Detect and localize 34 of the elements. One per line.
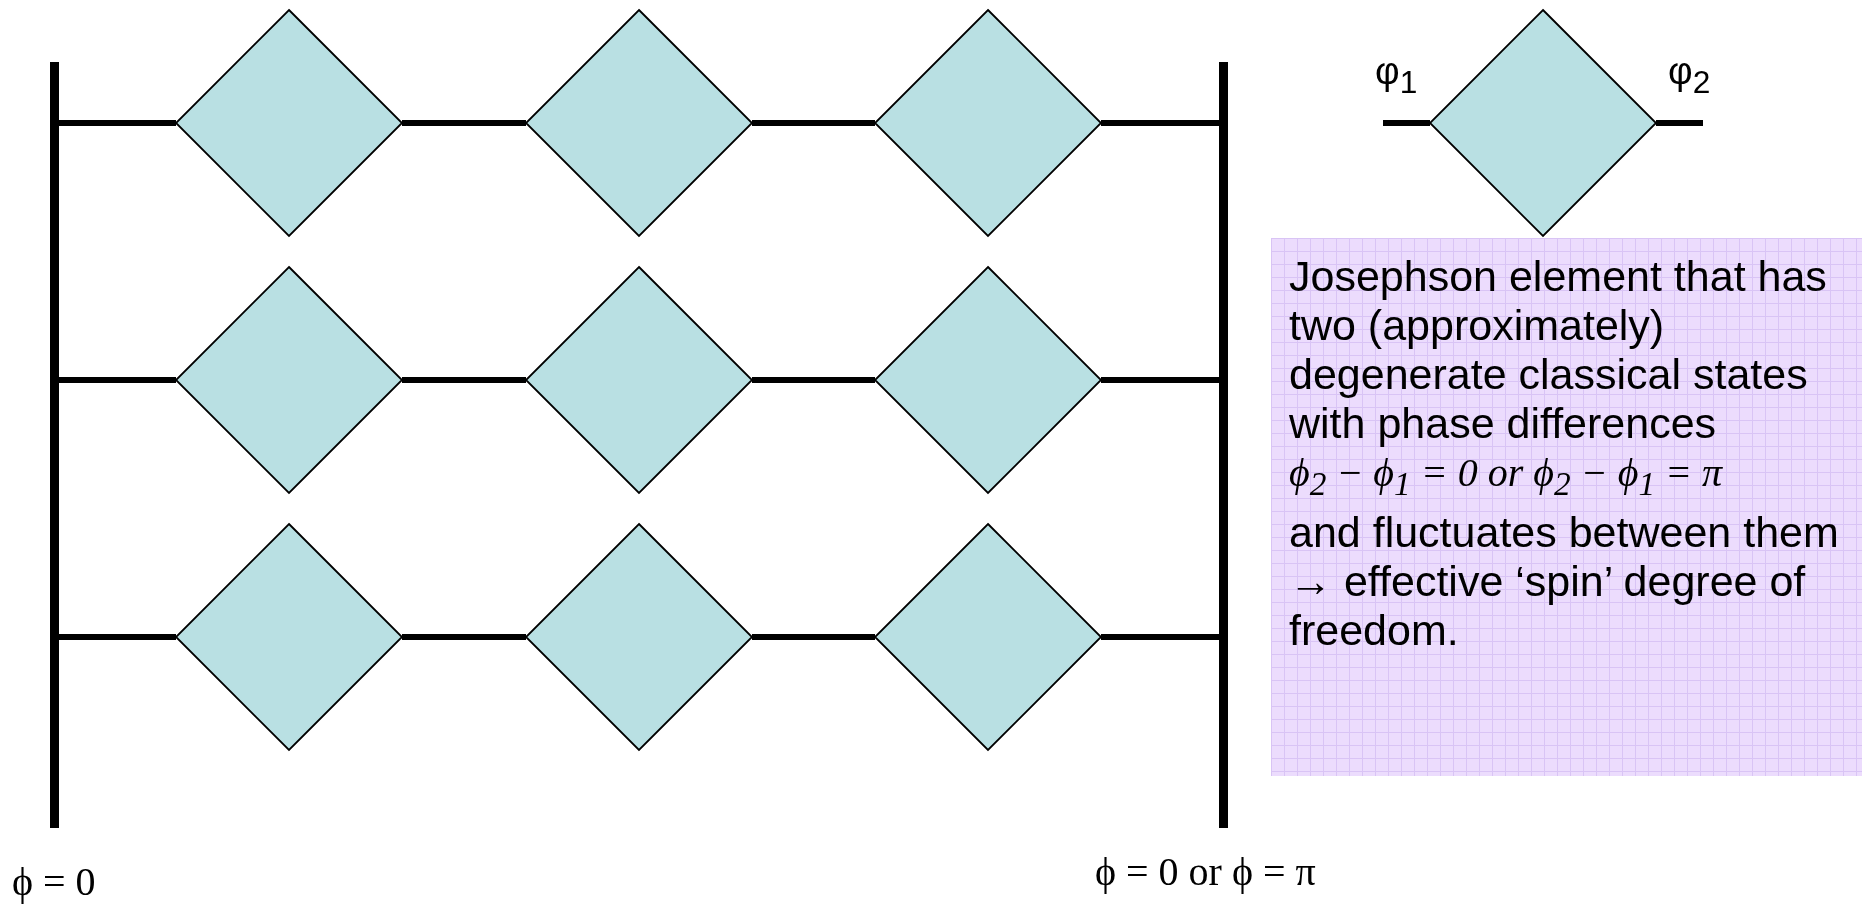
description-text: and fluctuates between them → effective ‘spin’ degree of freedom. <box>1289 508 1840 655</box>
wire-line <box>402 120 526 126</box>
formula-text: ϕ$_{2}$ − ϕ$_{1}$ = 0 or ϕ$_{2}$ − ϕ$_{1}$ = π <box>1289 449 1724 504</box>
wire-line <box>402 634 526 640</box>
phase-symbol: φ$_{1}$ <box>1375 50 1418 101</box>
wire-line <box>59 377 176 383</box>
wire-line <box>752 634 875 640</box>
junction-diamond <box>875 524 1101 750</box>
note-box <box>1271 238 1862 776</box>
junction-diamond <box>875 267 1101 493</box>
electrode-bar <box>50 62 59 828</box>
phase-symbol: φ$_{2}$ <box>1668 50 1711 101</box>
wire-line <box>752 120 875 126</box>
junction-diamond <box>176 524 402 750</box>
electrode-bar <box>1219 62 1228 828</box>
wire-line <box>59 634 176 640</box>
junction-diamond <box>526 10 752 236</box>
wire-line <box>1101 377 1219 383</box>
junction-diamond <box>526 524 752 750</box>
wire-line <box>1101 634 1219 640</box>
description-text: Josephson element that has two (approximately) degenerate classical states with phase differences <box>1289 252 1828 448</box>
junction-diamond <box>176 267 402 493</box>
wire-line <box>1383 120 1430 126</box>
junction-diamond <box>526 267 752 493</box>
junction-diamond <box>1430 10 1656 236</box>
wire-line <box>1101 120 1219 126</box>
phase-condition-label: ϕ = 0 or ϕ = π <box>1095 848 1316 895</box>
wire-line <box>59 120 176 126</box>
junction-diamond <box>875 10 1101 236</box>
phase-condition-label: ϕ = 0 <box>12 858 96 905</box>
wire-line <box>1656 120 1703 126</box>
wire-line <box>752 377 875 383</box>
junction-diamond <box>176 10 402 236</box>
wire-line <box>402 377 526 383</box>
